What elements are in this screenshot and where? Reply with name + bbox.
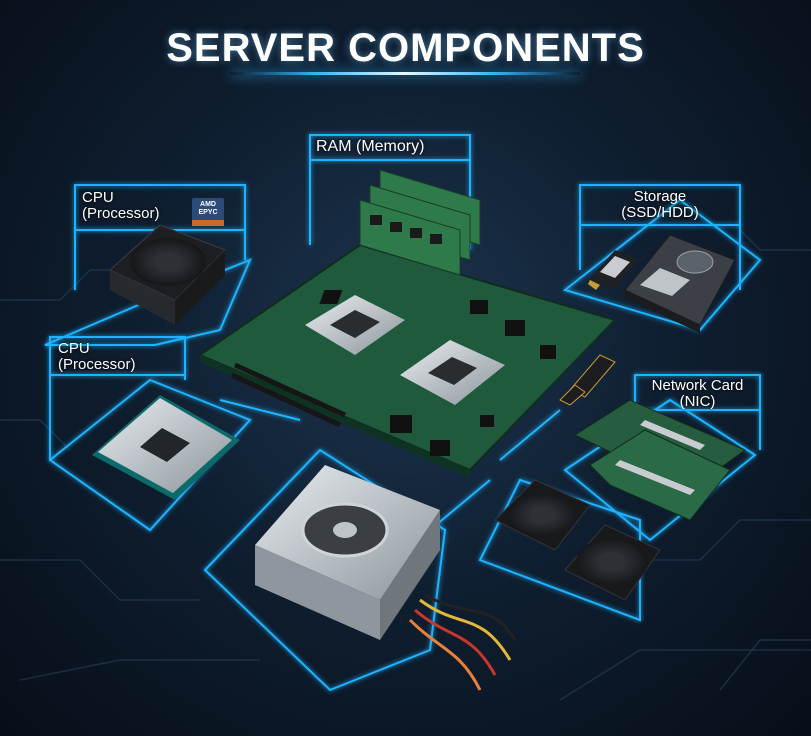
label-line: (NIC) <box>679 393 716 410</box>
highlight-frames <box>44 134 762 692</box>
label-line: (Processor) <box>58 356 136 373</box>
psu-cables <box>408 593 517 691</box>
power-supply <box>255 465 517 691</box>
amd-epyc-badge <box>192 198 224 226</box>
case-fans <box>494 479 661 601</box>
label-storage: Storage (SSD/HDD) <box>580 189 740 221</box>
label-line: Storage <box>633 188 687 205</box>
motherboard <box>197 243 617 478</box>
ram-slots <box>230 362 347 428</box>
label-line: (Processor) <box>82 205 160 222</box>
label-ram: RAM (Memory) <box>316 138 425 155</box>
label-line: Network Card <box>651 377 744 394</box>
page-title: SERVER COMPONENTS <box>166 26 645 70</box>
network-cards <box>573 399 747 521</box>
ram-modules <box>359 169 481 276</box>
hdd <box>624 234 736 333</box>
m2-modules <box>559 354 616 406</box>
label-cpu-chip: CPU (Processor) <box>58 341 136 373</box>
label-line: CPU <box>82 189 114 206</box>
cpu-socket <box>305 295 505 405</box>
cpu-chip <box>92 395 240 500</box>
amd-epyc-text: AMD EPYC <box>193 201 223 217</box>
label-line: (SSD/HDD) <box>621 204 699 221</box>
cpu-cooler <box>109 224 226 325</box>
label-nic: Network Card (NIC) <box>635 378 760 410</box>
badge-line: AMD <box>200 201 216 208</box>
badge-line: EPYC <box>198 209 218 216</box>
label-cpu-cooler: CPU (Processor) <box>82 190 160 222</box>
label-line: CPU <box>58 340 90 357</box>
ssd <box>588 250 640 290</box>
title-underline-glow <box>230 72 580 75</box>
